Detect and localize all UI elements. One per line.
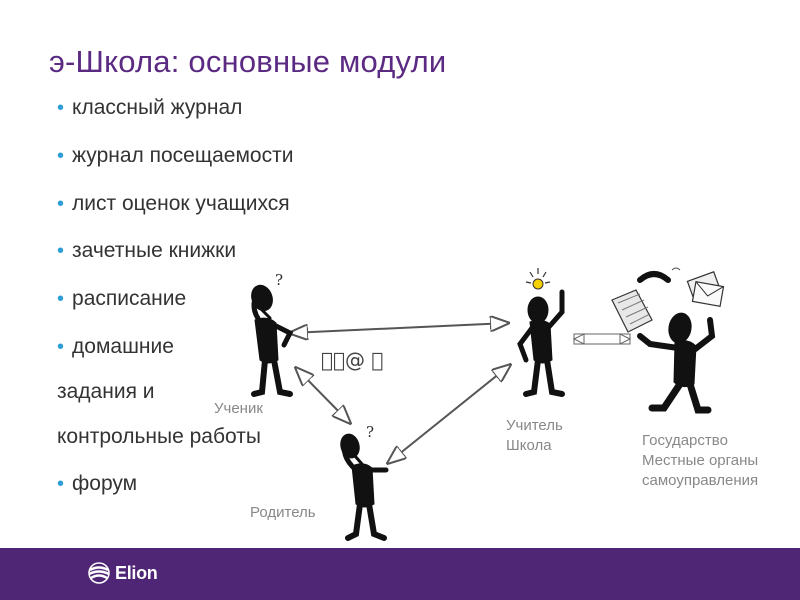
elion-logo-icon: [88, 562, 110, 584]
telephone-icon: [637, 267, 681, 283]
bullet-dot: •: [57, 288, 65, 310]
bullet-dot: •: [57, 193, 65, 215]
teacher-figure: [517, 289, 565, 397]
bullet-item: •домашние: [57, 335, 174, 358]
label-teacher: Учитель Школа: [506, 417, 563, 454]
arrow-student-teacher: [290, 323, 508, 333]
role-diagram: ? ?: [251, 267, 725, 541]
communication-symbols: @ : [321, 348, 383, 372]
arrow-teacher-government: [572, 333, 632, 345]
envelope-icon: [686, 271, 725, 307]
bullet-item: •зачетные книжки: [57, 239, 237, 262]
bullet-continuation: задания и: [57, 380, 155, 403]
elion-logo: Elion: [88, 562, 158, 584]
bullet-dot: •: [57, 145, 65, 167]
footer-bar: Elion: [0, 548, 800, 600]
arrow-parent-teacher: [388, 365, 510, 463]
keyboard-icon: [611, 289, 653, 333]
bullet-dot: •: [57, 336, 65, 358]
student-question-mark: ?: [275, 271, 283, 289]
label-student: Ученик: [214, 400, 263, 417]
bullet-dot: •: [57, 97, 65, 119]
student-figure: [251, 284, 294, 397]
parent-figure: [340, 433, 389, 541]
bullet-dot: •: [57, 240, 65, 262]
label-parent: Родитель: [250, 504, 316, 521]
bullet-item: •лист оценок учащихся: [57, 192, 290, 215]
bullet-dot: •: [57, 473, 65, 495]
bullet-item: •классный журнал: [57, 96, 243, 119]
arrow-student-parent: [296, 368, 350, 423]
bullet-continuation: контрольные работы: [57, 425, 261, 448]
parent-question-mark: ?: [366, 423, 374, 441]
lightbulb-icon: [525, 268, 551, 290]
elion-logo-text: Elion: [115, 562, 158, 583]
bullet-item: •журнал посещаемости: [57, 144, 294, 167]
government-figure: [637, 312, 716, 414]
slide-title: э-Школа: основные модули: [49, 44, 447, 79]
bullet-item: •расписание: [57, 287, 187, 310]
bullet-item: •форум: [57, 472, 138, 495]
label-government: Государство Местные органы самоуправлени…: [642, 432, 759, 489]
